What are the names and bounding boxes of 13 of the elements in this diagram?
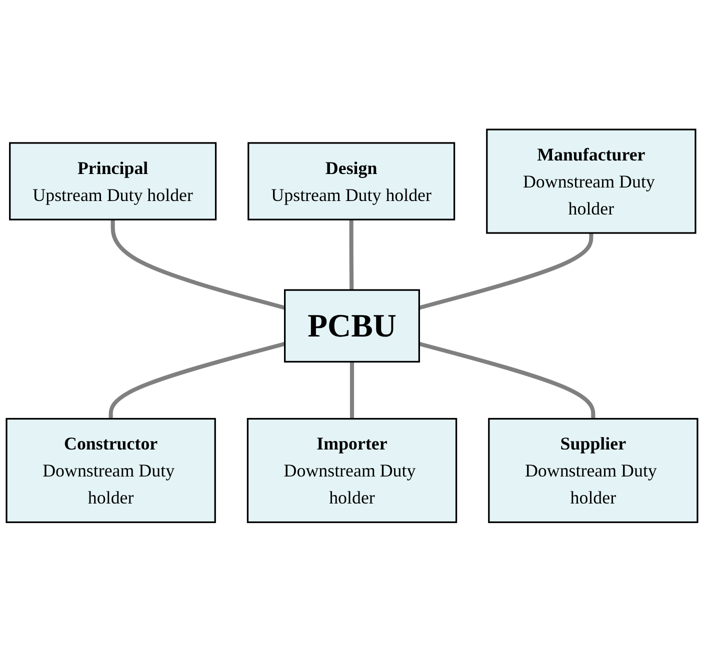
connector (350, 361, 354, 418)
connector (349, 219, 354, 290)
node-box: Principal Upstream Duty holder (9, 142, 217, 220)
connector (108, 341, 286, 418)
node-box: Design Upstream Duty holder (248, 142, 456, 220)
node-box: Importer Downstream Duty holder (246, 418, 458, 523)
connector (110, 219, 286, 310)
node-box: Constructor Downstream Duty holder (6, 418, 216, 523)
node-box: PCBU (284, 288, 420, 362)
node-box: Supplier Downstream Duty holder (488, 418, 698, 523)
connector (418, 232, 594, 310)
node-box: Manufacturer Downstream Duty holder (486, 128, 696, 234)
connector (418, 341, 596, 418)
